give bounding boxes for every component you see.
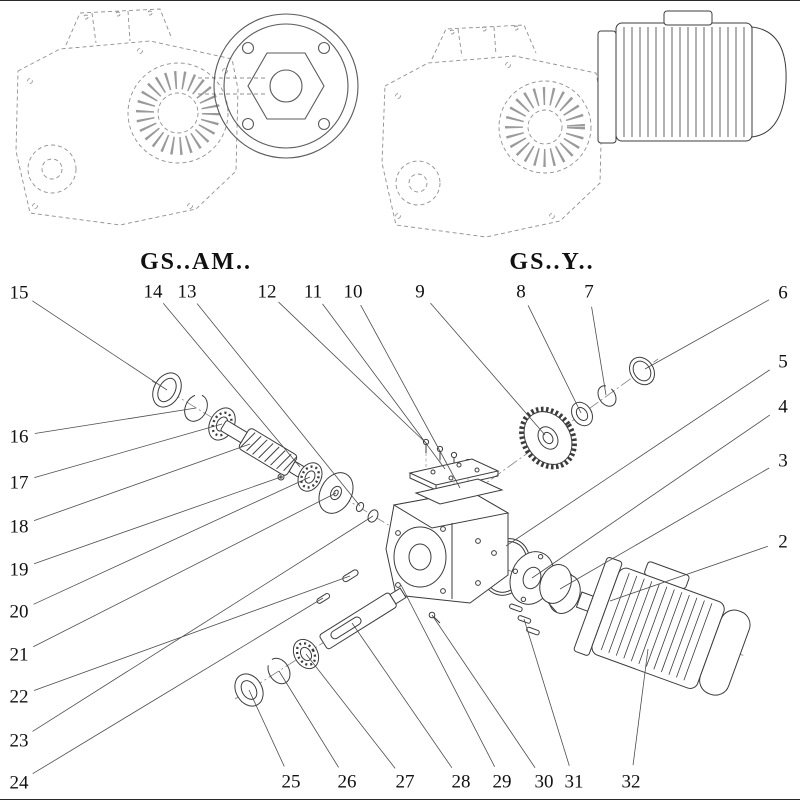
leader-line-10: [360, 304, 461, 489]
gear-axis: [474, 358, 659, 492]
callout-number-11: 11: [304, 282, 322, 303]
leader-line-9: [430, 302, 546, 436]
callout-number-21: 21: [10, 645, 29, 666]
leader-line-8: [527, 305, 582, 414]
callout-number-24: 24: [10, 773, 30, 794]
leader-line-6: [644, 299, 770, 370]
leader-line-19: [33, 476, 282, 565]
leader-line-20: [33, 476, 311, 605]
part-output-shaft: [319, 587, 407, 650]
leader-line-3: [559, 467, 770, 590]
part-adapter-sleeve: [539, 564, 581, 614]
leader-line-30: [431, 614, 536, 768]
leader-line-14: [162, 303, 301, 468]
callout-number-13: 13: [178, 282, 197, 303]
leader-line-4: [531, 414, 771, 579]
callout-number-4: 4: [778, 397, 788, 418]
motor-drawing: [597, 10, 787, 144]
leader-line-2: [609, 545, 769, 602]
part-top-cover: [408, 458, 500, 491]
callout-number-17: 17: [10, 473, 29, 494]
gearbox-am-drawing: [15, 8, 359, 226]
callout-number-19: 19: [10, 560, 29, 581]
callout-number-20: 20: [10, 602, 29, 623]
leader-line-23: [32, 515, 374, 732]
leader-line-31: [523, 618, 570, 766]
leader-line-15: [32, 300, 168, 391]
model-label-gsy: GS..Y..: [509, 249, 594, 275]
leader-line-16: [34, 407, 197, 434]
model-label-gsam: GS..AM..: [140, 249, 252, 275]
output-flange-drawing: [213, 13, 359, 159]
callout-number-29: 29: [493, 772, 512, 793]
gear-hatching: [136, 71, 220, 155]
leader-line-24: [32, 597, 324, 775]
leader-line-21: [33, 492, 337, 648]
part-circlip-output: [267, 657, 291, 685]
leader-line-17: [34, 423, 223, 478]
callout-number-2: 2: [778, 532, 788, 553]
callout-number-6: 6: [778, 283, 788, 304]
leader-line-13: [196, 303, 361, 507]
callout-number-26: 26: [338, 772, 357, 793]
leader-line-26: [278, 670, 339, 768]
callout-number-27: 27: [396, 772, 415, 793]
leader-line-32: [632, 648, 649, 766]
part-screw-lower: [428, 611, 441, 624]
leader-line-29: [400, 584, 496, 767]
part-ring-small-a: [355, 502, 365, 512]
leader-line-12: [278, 301, 428, 445]
callout-number-3: 3: [778, 451, 788, 472]
part-key: [342, 569, 359, 583]
part-motor: [573, 557, 751, 696]
leader-line-7: [591, 306, 607, 396]
callout-number-7: 7: [584, 282, 594, 303]
leader-line-22: [33, 575, 351, 691]
leader-line-28: [351, 622, 453, 769]
callout-number-18: 18: [10, 517, 29, 538]
leader-line-5: [505, 369, 770, 547]
part-ring-gear-end: [629, 356, 655, 386]
leader-line-11: [322, 303, 446, 470]
callout-number-31: 31: [565, 772, 584, 793]
callout-number-25: 25: [282, 772, 301, 793]
part-circlip-gear: [597, 385, 617, 407]
gear-hatching: [505, 87, 585, 167]
callout-number-10: 10: [344, 282, 363, 303]
callout-number-30: 30: [535, 772, 554, 793]
callout-number-14: 14: [144, 282, 164, 303]
callout-number-32: 32: [622, 772, 641, 793]
callout-number-22: 22: [10, 687, 29, 708]
callout-number-12: 12: [258, 282, 277, 303]
callout-number-28: 28: [452, 772, 471, 793]
callout-number-23: 23: [10, 731, 29, 752]
leader-line-25: [248, 689, 285, 767]
callout-number-15: 15: [10, 283, 29, 304]
part-circlip-input: [184, 394, 208, 422]
callout-number-5: 5: [778, 352, 788, 373]
callout-number-9: 9: [415, 282, 425, 303]
leader-line-18: [33, 443, 251, 522]
callout-number-16: 16: [10, 427, 29, 448]
part-housing: [385, 490, 510, 604]
part-pin-output: [316, 593, 331, 604]
part-washer-gear: [571, 401, 593, 427]
exploded-view: [151, 356, 751, 707]
callout-number-8: 8: [516, 282, 526, 303]
gearbox-y-drawing: [381, 24, 603, 238]
leader-line-27: [305, 653, 396, 769]
